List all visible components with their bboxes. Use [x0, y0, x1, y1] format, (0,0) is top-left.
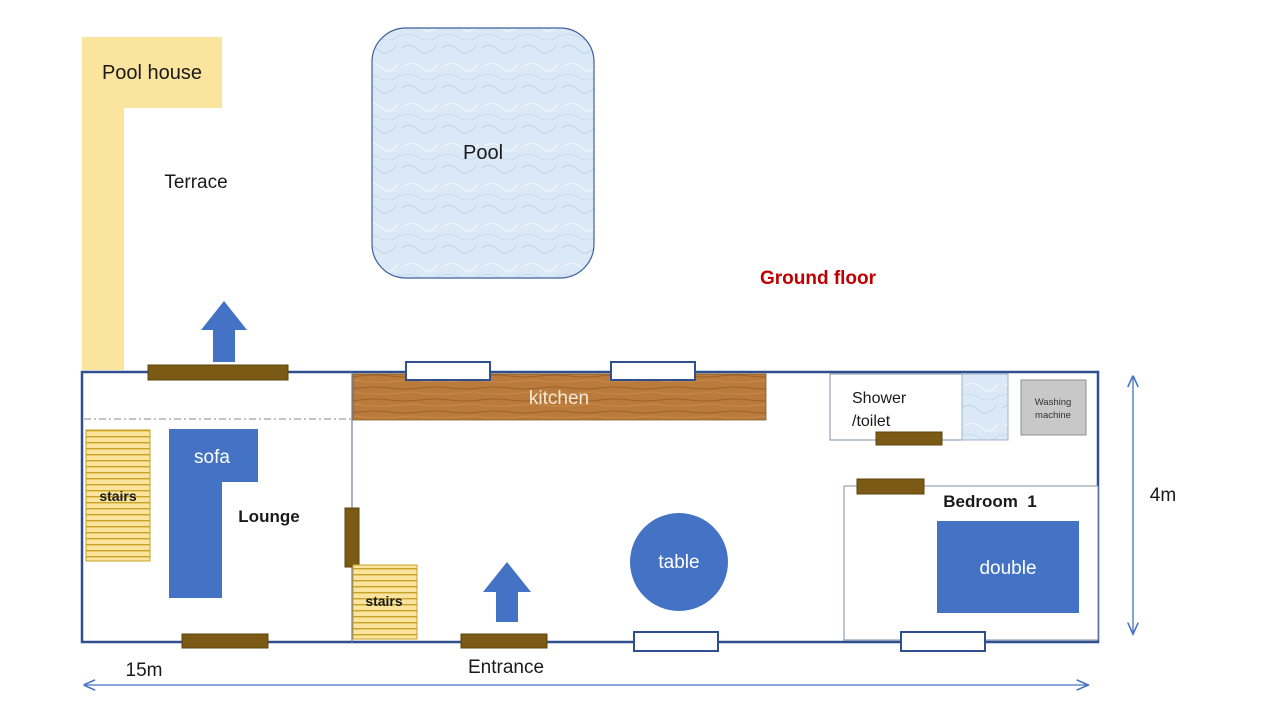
sofa-back [169, 429, 258, 482]
terrace-label: Terrace [164, 172, 227, 193]
pool-house: Pool house [82, 37, 222, 108]
washing-label-line1: Washing [1035, 397, 1072, 408]
stairs-center-label: stairs [365, 593, 403, 609]
sofa: sofa [169, 429, 258, 598]
door-bottom-lounge [181, 633, 269, 649]
door-lounge [344, 507, 360, 568]
floor-title: Ground floor [760, 268, 877, 289]
pool-house-label: Pool house [102, 62, 202, 84]
washing-machine: Washing machine [1020, 379, 1087, 436]
bedroom-door [856, 478, 925, 495]
sofa-label: sofa [194, 447, 230, 468]
entrance-label: Entrance [468, 657, 544, 678]
door-entrance [460, 633, 548, 649]
terrace-strip [82, 108, 124, 370]
stairs-center: stairs [352, 564, 418, 640]
stairs-left-label: stairs [99, 488, 137, 504]
shower-label-line1: Shower [852, 390, 907, 407]
table-label: table [658, 552, 699, 573]
window-bottom-2 [900, 631, 986, 652]
entrance-arrow [483, 562, 531, 622]
double-bed: double [937, 521, 1079, 613]
terrace-exit-arrow [201, 301, 247, 362]
shower-toilet-room: Shower /toilet [829, 373, 963, 441]
dining-table: table [630, 513, 728, 611]
washing-label-line2: machine [1035, 410, 1071, 421]
pool-label: Pool [463, 142, 503, 164]
shower-label-line2: /toilet [852, 413, 891, 430]
kitchen-label: kitchen [529, 388, 589, 409]
lounge-label: Lounge [238, 507, 299, 526]
pool: Pool [371, 27, 595, 279]
window-top-1 [405, 361, 491, 381]
width-dimension-label: 15m [126, 660, 163, 681]
shower-tray [961, 373, 1009, 441]
window-top-2 [610, 361, 696, 381]
bedroom-label: Bedroom 1 [943, 492, 1037, 511]
kitchen-counter: kitchen [352, 373, 767, 421]
shower-door [875, 431, 943, 446]
double-bed-label: double [979, 558, 1036, 579]
window-bottom-1 [633, 631, 719, 652]
door-terrace [147, 364, 289, 381]
height-dimension-label: 4m [1150, 485, 1176, 506]
sofa-side [169, 482, 222, 598]
stairs-left: stairs [85, 429, 151, 562]
